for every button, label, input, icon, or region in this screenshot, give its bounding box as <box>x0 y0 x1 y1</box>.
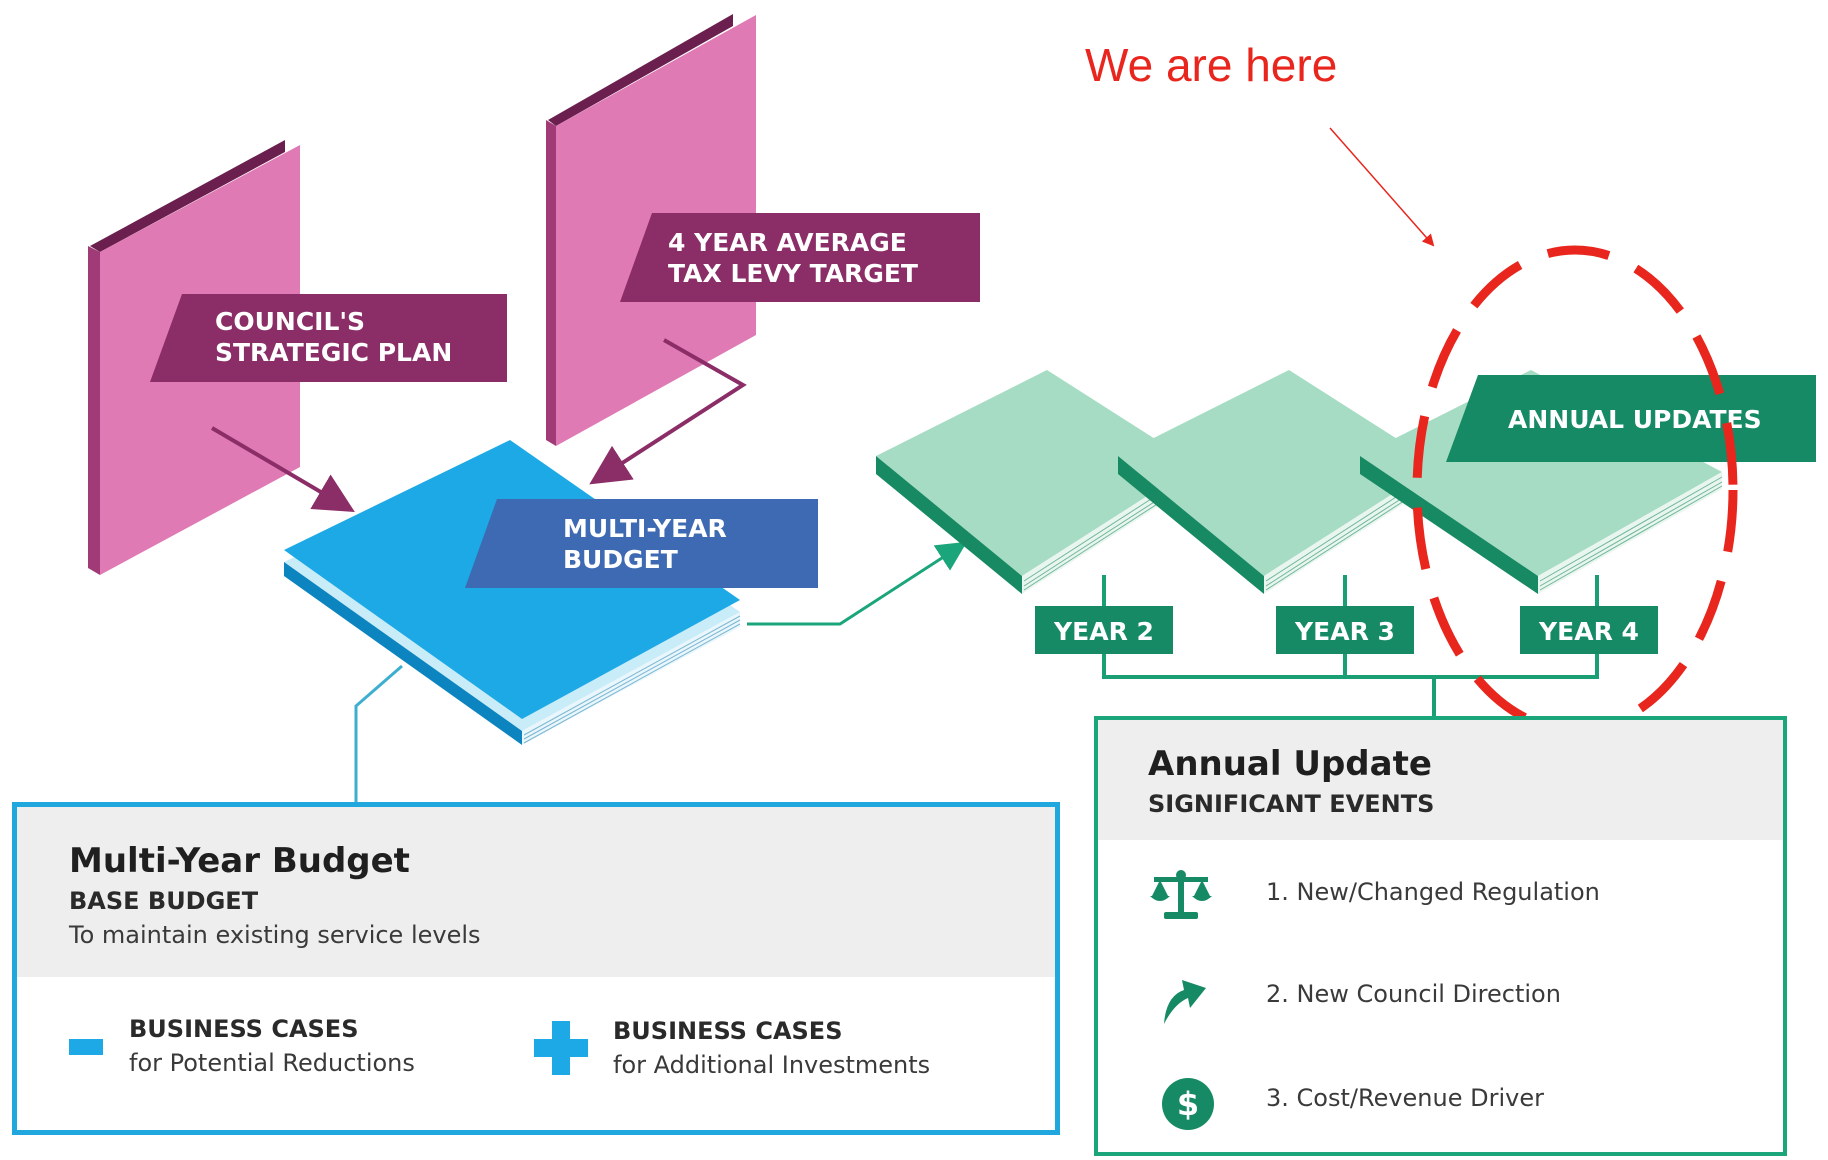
year4-badge: YEAR 4 <box>1520 606 1658 654</box>
blue-book-connector <box>354 664 403 802</box>
tax-levy-arrow <box>589 338 747 485</box>
year2-label: YEAR 2 <box>1053 617 1154 646</box>
multi-year-budget-label-line1: MULTI-YEAR <box>563 514 727 543</box>
year3-label: YEAR 3 <box>1294 617 1395 646</box>
base-budget-subtitle: BASE BUDGET <box>69 887 259 915</box>
dollar-icon: $ <box>1162 1078 1214 1130</box>
arrow-up-icon <box>1164 980 1206 1024</box>
tax-levy-label-line1: 4 YEAR AVERAGE <box>668 228 907 257</box>
event-regulation-text: 1. New/Changed Regulation <box>1266 878 1600 906</box>
significant-events-subtitle: SIGNIFICANT EVENTS <box>1148 790 1435 818</box>
reductions-case-description: for Potential Reductions <box>129 1049 415 1077</box>
annual-updates-label-text: ANNUAL UPDATES <box>1508 405 1762 434</box>
annual-update-title: Annual Update <box>1148 744 1432 784</box>
we-are-here-annotation: We are here <box>1085 39 1338 91</box>
multi-year-budget-title: Multi-Year Budget <box>69 841 410 881</box>
annual-updates-label: ANNUAL UPDATES <box>1446 375 1816 462</box>
annual-update-box-header <box>1098 720 1783 840</box>
strategic-plan-arrow <box>210 426 355 513</box>
multi-year-budget-box: Multi-Year Budget BASE BUDGET To maintai… <box>12 802 1060 1135</box>
strategic-plan-label-line1: COUNCIL'S <box>215 307 365 336</box>
event-council-direction-text: 2. New Council Direction <box>1266 980 1561 1008</box>
year-connector-bus <box>1102 654 1599 679</box>
multi-year-budget-book <box>284 440 741 745</box>
plus-icon <box>534 1021 588 1075</box>
multi-year-budget-box-header <box>17 807 1055 977</box>
year4-label: YEAR 4 <box>1538 617 1639 646</box>
multi-year-budget-label: MULTI-YEAR BUDGET <box>465 499 818 588</box>
annual-update-box: Annual Update SIGNIFICANT EVENTS 1. New/… <box>1094 716 1787 1156</box>
tax-levy-label: 4 YEAR AVERAGE TAX LEVY TARGET <box>620 213 980 302</box>
reductions-case-title: BUSINESS CASES <box>129 1015 359 1043</box>
year4-book <box>1360 370 1723 594</box>
investments-case-description: for Additional Investments <box>613 1051 931 1079</box>
strategic-plan-label-line2: STRATEGIC PLAN <box>215 338 452 367</box>
event-cost-revenue-text: 3. Cost/Revenue Driver <box>1266 1084 1544 1112</box>
base-budget-description: To maintain existing service levels <box>69 921 481 949</box>
tax-levy-label-line2: TAX LEVY TARGET <box>668 259 918 288</box>
annotation-arrow <box>1329 127 1435 247</box>
year2-badge: YEAR 2 <box>1035 606 1173 654</box>
investments-case-title: BUSINESS CASES <box>613 1017 843 1045</box>
strategic-plan-label: COUNCIL'S STRATEGIC PLAN <box>150 294 507 382</box>
minus-icon <box>69 1039 103 1055</box>
year3-badge: YEAR 3 <box>1276 606 1414 654</box>
multi-year-budget-label-line2: BUDGET <box>563 545 678 574</box>
to-annual-updates-arrow <box>747 541 968 626</box>
scales-icon <box>1150 870 1212 919</box>
